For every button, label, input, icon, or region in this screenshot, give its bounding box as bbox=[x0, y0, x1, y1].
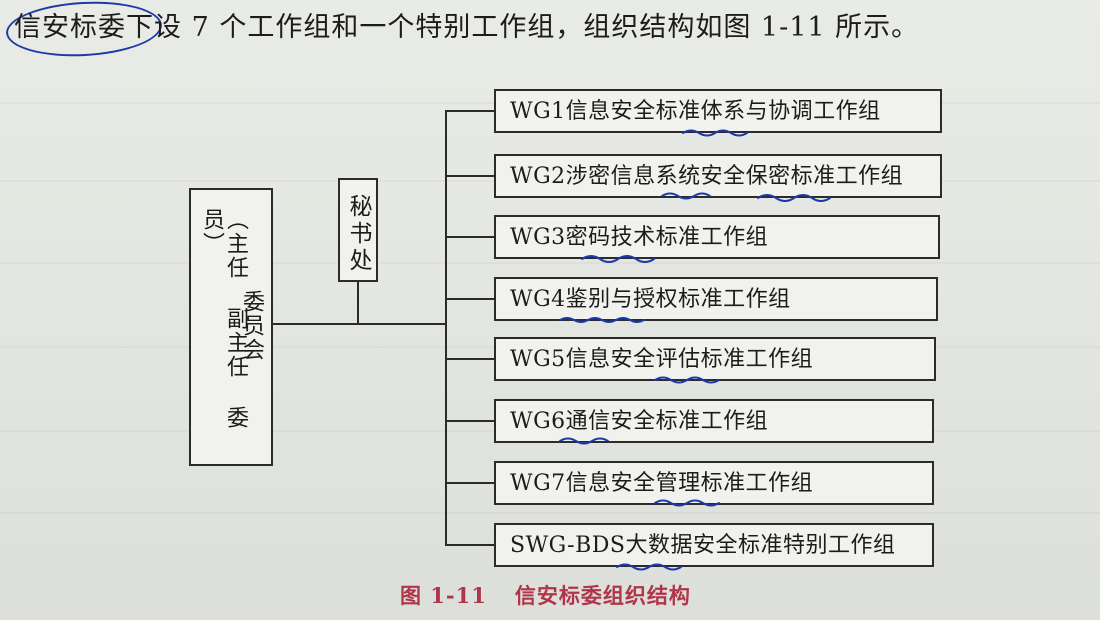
branch-line bbox=[445, 358, 496, 360]
working-group-label: WG4鉴别与授权标准工作组 bbox=[510, 287, 791, 312]
working-group-box: WG7信息安全管理标准工作组 bbox=[494, 461, 934, 505]
working-group-label: WG2涉密信息系统安全保密标准工作组 bbox=[510, 164, 904, 189]
working-group-label: WG5信息安全评估标准工作组 bbox=[510, 347, 814, 372]
working-group-box: WG1信息安全标准体系与协调工作组 bbox=[494, 89, 942, 133]
secretariat-label: 秘书处 bbox=[345, 194, 371, 275]
branch-line bbox=[445, 544, 496, 546]
committee-connector bbox=[273, 323, 447, 325]
secretariat-box: 秘书处 bbox=[338, 178, 378, 282]
working-group-label: SWG-BDS大数据安全标准特别工作组 bbox=[510, 533, 896, 558]
figure-number: 图 1-11 bbox=[400, 583, 487, 608]
trunk-line bbox=[445, 110, 447, 546]
working-group-box: SWG-BDS大数据安全标准特别工作组 bbox=[494, 523, 934, 567]
secretariat-connector bbox=[357, 282, 359, 324]
branch-line bbox=[445, 110, 496, 112]
working-group-label: WG7信息安全管理标准工作组 bbox=[510, 471, 814, 496]
intro-paragraph: 信安标委下设 7 个工作组和一个特别工作组，组织结构如图 1-11 所示。 bbox=[14, 8, 1094, 48]
working-group-box: WG2涉密信息系统安全保密标准工作组 bbox=[494, 154, 942, 198]
intro-rest: 下设 7 个工作组和一个特别工作组，组织结构如图 1-11 所示。 bbox=[126, 12, 920, 43]
figure-title: 信安标委组织结构 bbox=[514, 583, 691, 608]
figure-caption: 图 1-11 信安标委组织结构 bbox=[400, 580, 691, 610]
branch-line bbox=[445, 482, 496, 484]
working-group-box: WG5信息安全评估标准工作组 bbox=[494, 337, 936, 381]
branch-line bbox=[445, 175, 496, 177]
branch-line bbox=[445, 420, 496, 422]
working-group-box: WG6通信安全标准工作组 bbox=[494, 399, 934, 443]
branch-line bbox=[445, 298, 496, 300]
working-group-label: WG1信息安全标准体系与协调工作组 bbox=[510, 99, 881, 124]
working-group-label: WG3密码技术标准工作组 bbox=[510, 225, 769, 250]
working-group-box: WG3密码技术标准工作组 bbox=[494, 215, 940, 259]
committee-title: 委员会 bbox=[239, 290, 264, 362]
intro-lead: 信安标委 bbox=[14, 12, 126, 43]
branch-line bbox=[445, 236, 496, 238]
working-group-box: WG4鉴别与授权标准工作组 bbox=[494, 277, 938, 321]
committee-box: 委员会 （主任 副主任 委员） bbox=[189, 188, 273, 466]
working-group-label: WG6通信安全标准工作组 bbox=[510, 409, 769, 434]
committee-roles: （主任 副主任 委员） bbox=[199, 208, 248, 430]
